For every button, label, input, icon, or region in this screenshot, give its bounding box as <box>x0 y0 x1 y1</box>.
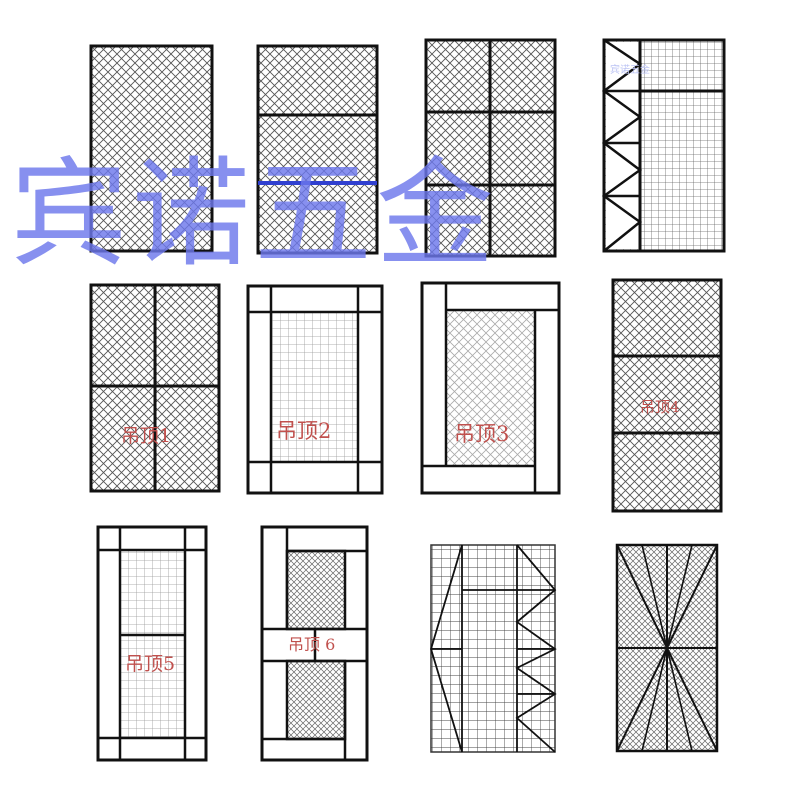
panel-row1-3 <box>424 38 557 258</box>
panel-label-1: 吊顶1 <box>121 425 172 447</box>
panel-label-2: 吊顶2 <box>276 419 332 443</box>
panel-row3-4 <box>615 543 719 753</box>
panel-row2-4 <box>611 278 723 513</box>
panel-label-4: 吊顶4 <box>640 398 680 416</box>
panel-row3-2 <box>260 525 369 762</box>
panel-label-3: 吊顶3 <box>454 422 510 446</box>
panel-row3-1 <box>96 525 208 762</box>
panel-row1-2 <box>256 44 379 255</box>
panel-row3-3 <box>430 544 557 753</box>
panel-row1-1 <box>89 44 214 253</box>
panel-row1-4 <box>601 38 726 253</box>
panel-label-6: 吊顶 6 <box>288 635 336 654</box>
panel-row2-1 <box>89 283 221 493</box>
panel-row2-2 <box>246 284 384 495</box>
panel-label-5: 吊顶5 <box>125 653 176 675</box>
panel-row2-3 <box>420 281 561 495</box>
watermark-small: 宾诺五金 <box>610 65 650 76</box>
